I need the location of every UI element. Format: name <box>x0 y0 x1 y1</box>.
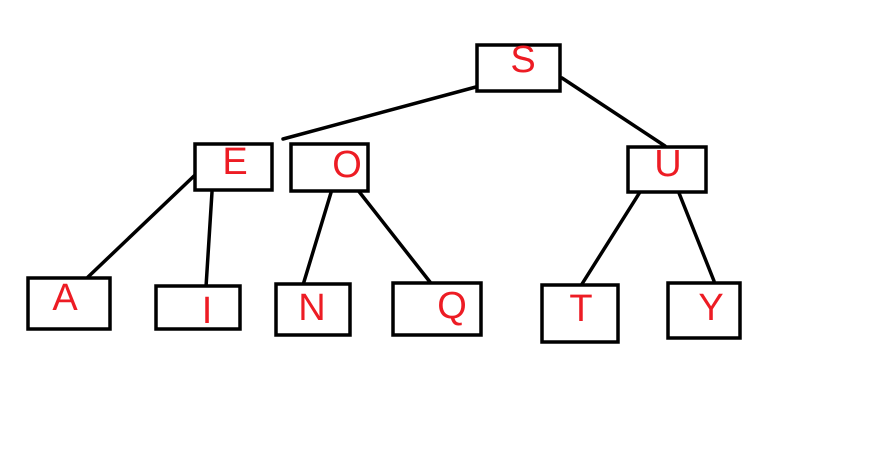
node-a: A <box>26 276 112 331</box>
edge-o-q <box>355 187 432 284</box>
node-i: I <box>154 284 242 332</box>
edge-s-e <box>281 82 489 141</box>
edge-e-i <box>204 190 214 289</box>
node-label-y: Y <box>698 287 723 329</box>
node-s: S <box>475 39 562 93</box>
node-t: T <box>540 283 620 344</box>
node-n: N <box>274 282 352 337</box>
edge-u-t <box>580 190 642 286</box>
node-o: O <box>289 142 370 193</box>
edge-s-u <box>560 76 667 148</box>
node-e: E <box>193 141 274 192</box>
node-label-s: S <box>510 39 535 81</box>
edge-e-a <box>86 174 196 279</box>
node-label-t: T <box>569 288 592 330</box>
node-u: U <box>626 143 708 194</box>
node-label-e: E <box>222 141 247 183</box>
node-label-q: Q <box>437 285 467 327</box>
node-q: Q <box>391 281 483 337</box>
node-label-o: O <box>332 144 362 186</box>
node-label-i: I <box>202 290 213 332</box>
node-label-a: A <box>52 277 78 319</box>
node-label-u: U <box>654 143 681 185</box>
node-y: Y <box>666 281 742 340</box>
edge-o-n <box>301 184 335 287</box>
node-label-n: N <box>298 287 325 329</box>
edge-u-y <box>677 191 716 283</box>
